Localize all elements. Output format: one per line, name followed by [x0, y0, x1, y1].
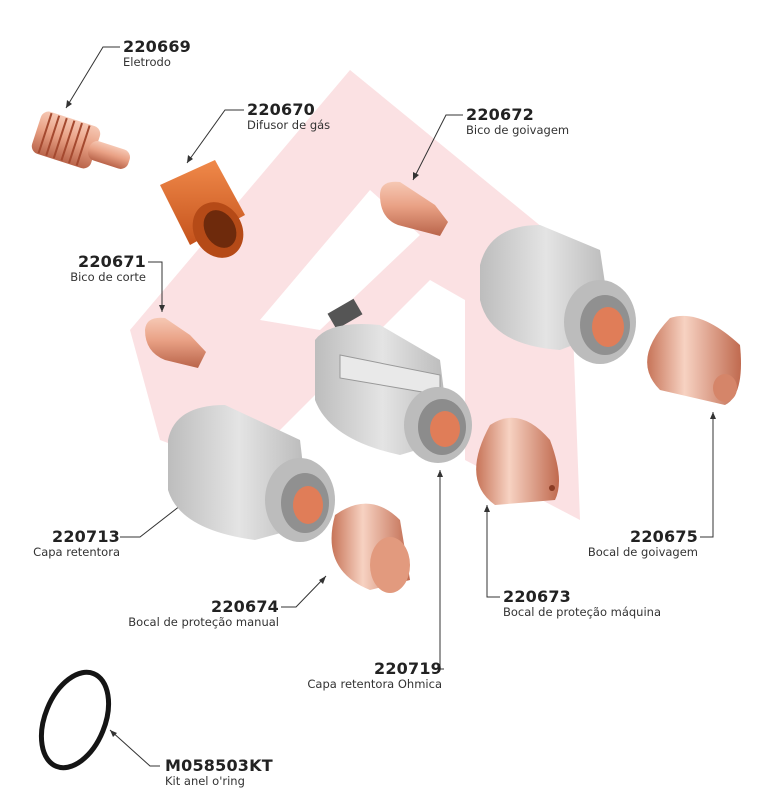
part-label-220675: 220675 Bocal de goivagem	[588, 529, 698, 559]
part-label-220669: 220669 Eletrodo	[123, 39, 191, 69]
part-code: 220672	[466, 105, 534, 124]
part-label-220673: 220673 Bocal de proteção máquina	[503, 589, 661, 619]
part-name: Bocal de goivagem	[587, 545, 698, 559]
part-code: 220673	[503, 587, 571, 606]
retaining-cap-gouging-part	[480, 225, 636, 364]
gouging-shield-part	[647, 315, 741, 405]
part-code: 220713	[52, 527, 120, 546]
retaining-cap-part	[168, 405, 335, 542]
electrode-part	[31, 111, 130, 169]
part-code: 220669	[123, 37, 191, 56]
part-label-220670: 220670 Difusor de gás	[247, 102, 330, 132]
part-code: 220671	[78, 252, 146, 271]
part-name: Capa retentora Ohmica	[307, 677, 442, 691]
gas-diffuser-part	[160, 160, 245, 258]
part-label-220672: 220672 Bico de goivagem	[466, 107, 569, 137]
leader-lines	[65, 46, 714, 767]
part-name: Bico de corte	[70, 270, 146, 284]
part-label-220713: 220713 Capa retentora	[33, 529, 120, 559]
part-label-220671: 220671 Bico de corte	[70, 254, 146, 284]
part-name: Kit anel o'ring	[165, 774, 245, 788]
part-code: 220675	[630, 527, 698, 546]
part-code: 220674	[211, 597, 279, 616]
cutting-tip-part	[145, 317, 206, 368]
part-name: Bocal de proteção máquina	[503, 605, 662, 619]
o-ring-part	[38, 669, 112, 771]
part-name: Bocal de proteção manual	[128, 615, 279, 629]
part-code: M058503KT	[165, 756, 273, 775]
part-name: Difusor de gás	[247, 118, 331, 132]
manual-shield-part	[331, 503, 410, 593]
ohmic-retaining-cap-part	[315, 298, 472, 463]
part-code: 220670	[247, 100, 315, 119]
part-name: Capa retentora	[33, 545, 120, 559]
part-name: Eletrodo	[123, 55, 171, 69]
part-label-220674: 220674 Bocal de proteção manual	[128, 599, 279, 629]
machine-shield-part	[476, 417, 559, 505]
part-label-220719: 220719 Capa retentora Ohmica	[307, 661, 442, 691]
part-code: 220719	[374, 659, 442, 678]
gouging-tip-part	[380, 181, 448, 236]
part-label-M058503KT: M058503KT Kit anel o'ring	[165, 758, 273, 788]
part-name: Bico de goivagem	[466, 123, 570, 137]
